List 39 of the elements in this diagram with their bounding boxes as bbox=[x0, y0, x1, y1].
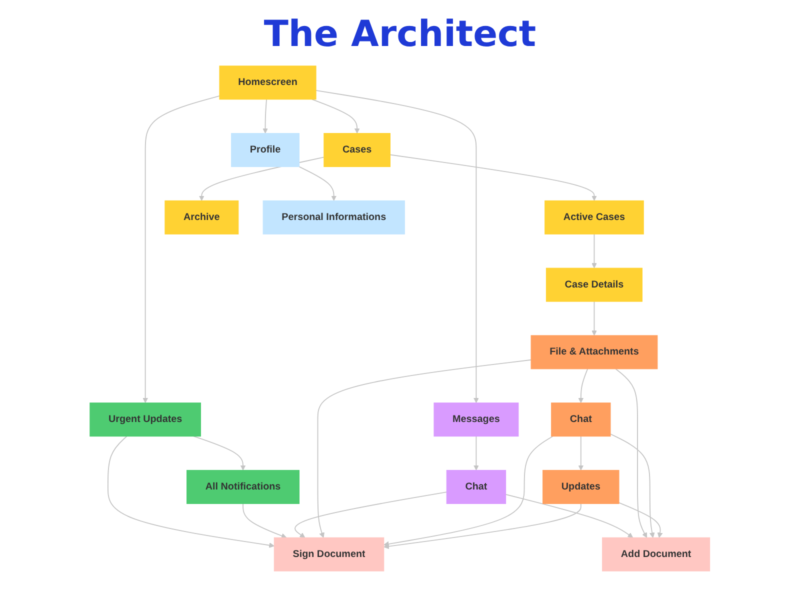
arrow bbox=[294, 492, 448, 538]
node-box: Case Details bbox=[546, 268, 643, 302]
arrow bbox=[592, 234, 598, 268]
arrow bbox=[242, 503, 287, 538]
arrow bbox=[592, 301, 598, 336]
arrow bbox=[312, 98, 360, 134]
arrow bbox=[474, 436, 480, 471]
arrow bbox=[390, 154, 598, 201]
arrow bbox=[618, 502, 663, 538]
node-box: Archive bbox=[164, 200, 239, 234]
diagram-title: The Architect bbox=[262, 14, 538, 55]
node-box: Urgent Updates bbox=[90, 402, 202, 437]
arrow bbox=[317, 359, 532, 538]
node-box: Profile bbox=[231, 133, 300, 168]
node-box: File & Attachments bbox=[530, 335, 658, 370]
arrow bbox=[384, 503, 582, 550]
arrow bbox=[384, 436, 554, 547]
arrow bbox=[108, 436, 275, 548]
node-box: Sign Document bbox=[274, 537, 384, 572]
arrow bbox=[316, 90, 480, 404]
arrow bbox=[298, 166, 337, 201]
arrow bbox=[262, 98, 268, 134]
node-box: All Notifications bbox=[186, 470, 300, 504]
arrow bbox=[578, 368, 588, 404]
node-box: Cases bbox=[324, 133, 391, 168]
arrow bbox=[142, 95, 220, 404]
node-box: Homescreen bbox=[219, 66, 316, 100]
node-box: Updates bbox=[542, 470, 620, 504]
node-box: Chat bbox=[446, 470, 506, 504]
arrow bbox=[615, 368, 648, 538]
node-box: Add Document bbox=[602, 537, 710, 572]
node-box: Chat bbox=[551, 402, 611, 437]
arrow bbox=[505, 494, 634, 538]
node-box: Personal Informations bbox=[262, 200, 406, 234]
arrow bbox=[610, 434, 655, 538]
node-box: Messages bbox=[434, 402, 519, 437]
node-box: Active Cases bbox=[544, 200, 644, 234]
arrow bbox=[193, 436, 246, 471]
arrow bbox=[578, 436, 584, 471]
